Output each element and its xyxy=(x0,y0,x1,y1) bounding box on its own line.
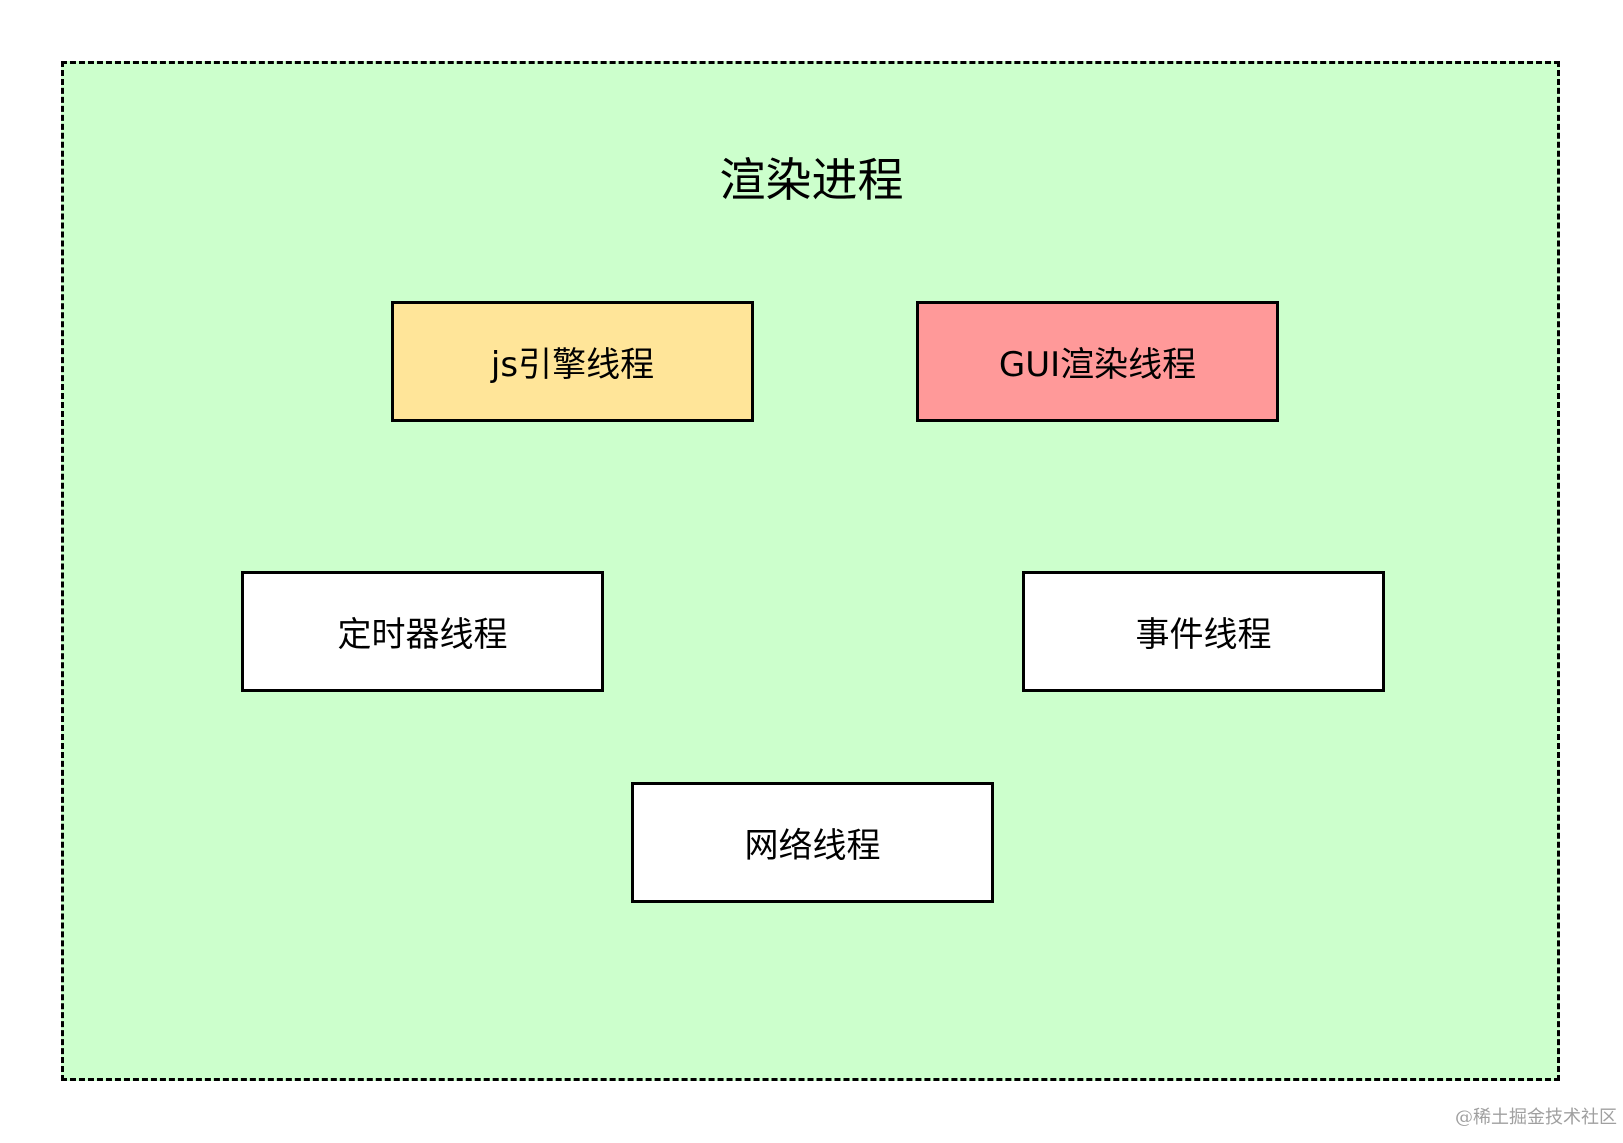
watermark: @稀土掘金技术社区 xyxy=(1455,1107,1617,1128)
event-thread-box: 事件线程 xyxy=(1022,571,1385,692)
timer-thread-label: 定时器线程 xyxy=(337,615,508,655)
js-engine-thread-label: js引擎线程 xyxy=(490,345,655,385)
js-engine-thread-box: js引擎线程 xyxy=(391,301,754,422)
network-thread-box: 网络线程 xyxy=(631,782,994,903)
timer-thread-box: 定时器线程 xyxy=(241,571,604,692)
gui-render-thread-label: GUI渲染线程 xyxy=(998,345,1197,385)
event-thread-label: 事件线程 xyxy=(1135,615,1272,655)
process-title: 渲染进程 xyxy=(719,153,904,207)
network-thread-label: 网络线程 xyxy=(744,826,881,866)
gui-render-thread-box: GUI渲染线程 xyxy=(916,301,1279,422)
